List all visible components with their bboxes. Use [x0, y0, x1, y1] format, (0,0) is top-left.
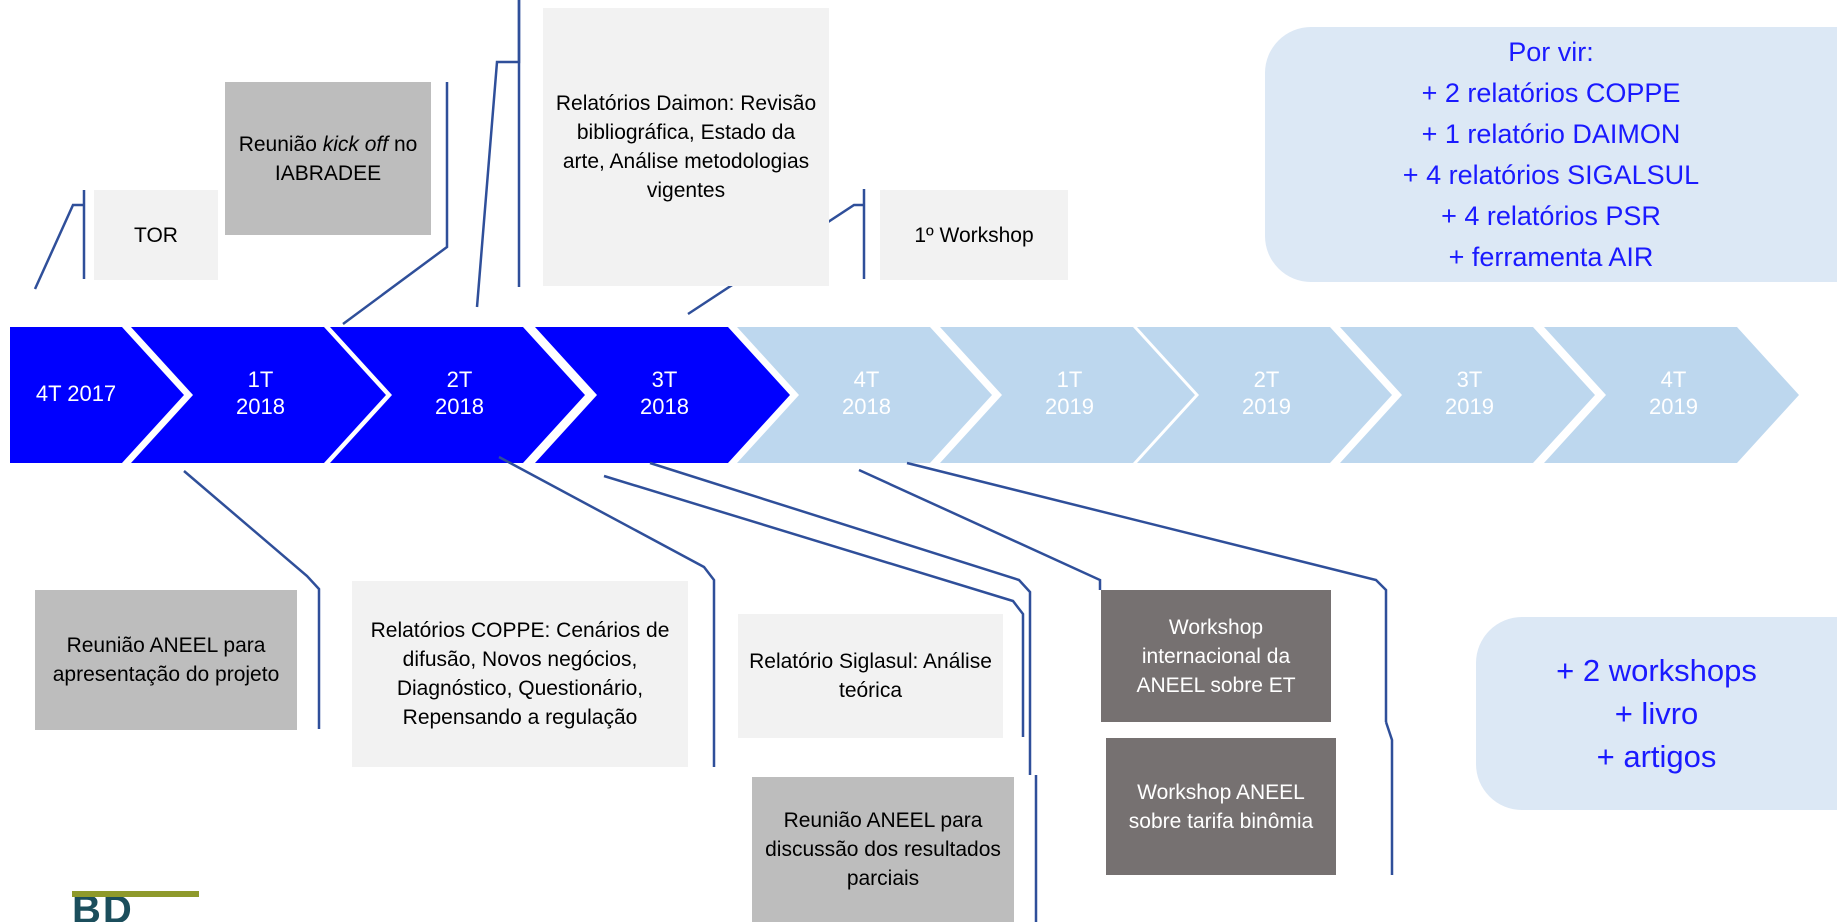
event-workshop1: 1º Workshop: [880, 190, 1068, 280]
extras-item: + artigos: [1596, 739, 1717, 774]
connector-tariff-workshop: [906, 461, 1388, 722]
extras-item: + 2 workshops: [1556, 653, 1757, 688]
event-tariff-workshop: Workshop ANEEL sobre tarifa binômia: [1106, 738, 1336, 875]
quarter-chevrons: [10, 327, 1799, 463]
quarter-label: 2T 2019: [1242, 367, 1291, 419]
upcoming-item: + ferramenta AIR: [1448, 241, 1654, 272]
connector-intl-workshop: [858, 468, 1102, 590]
event-intl-workshop: Workshop internacional da ANEEL sobre ET: [1101, 590, 1331, 722]
connector-tor: [33, 203, 84, 290]
event-kickoff-suffix: no IABRADEE: [274, 132, 418, 185]
connector-coppe: [498, 455, 716, 767]
quarter-chevron: [330, 327, 585, 463]
event-kickoff-italic: kick off: [322, 132, 389, 156]
quarter-label: 4T 2019: [1649, 367, 1698, 419]
upcoming-item: + 4 relatórios PSR: [1441, 200, 1661, 231]
event-daimon: Relatórios Daimon: Revisão bibliográfica…: [543, 8, 829, 286]
connector-group: [33, 0, 1394, 922]
quarter-label: 1T 2018: [236, 367, 285, 419]
event-intl-workshop-label: Workshop internacional da ANEEL sobre ET: [1136, 615, 1296, 697]
quarter-label: 4T 2018: [842, 367, 891, 419]
connector-kickoff: [342, 82, 449, 326]
connector-tariff-workshop-bracket: [1384, 721, 1394, 875]
event-tariff-workshop-label: Workshop ANEEL sobre tarifa binômia: [1128, 780, 1314, 833]
quarter-chevron: [1340, 327, 1595, 463]
quarter-label: 1T 2019: [1045, 367, 1094, 419]
connector-aneel-discussion: [649, 461, 1032, 775]
extras-item: + livro: [1614, 696, 1699, 731]
event-aneel-discussion: Reunião ANEEL para discussão dos resulta…: [752, 777, 1014, 922]
logo: BD: [72, 897, 134, 922]
event-siglasul-label: Relatório Siglasul: Análise teórica: [749, 650, 992, 702]
upcoming-item: + 2 relatórios COPPE: [1421, 77, 1681, 108]
quarter-label: 3T 2018: [640, 367, 689, 419]
event-coppe-label: Relatórios COPPE: Cenários de difusão, N…: [370, 619, 670, 729]
quarter-chevron: [737, 327, 992, 463]
event-kickoff: Reunião kick off no IABRADEE: [225, 82, 431, 235]
event-siglasul: Relatório Siglasul: Análise teórica: [738, 614, 1003, 738]
quarter-label: 3T 2019: [1445, 367, 1494, 419]
connector-aneel-presentation: [183, 470, 321, 729]
upcoming-title: Por vir:: [1508, 36, 1594, 67]
quarter-chevron: [131, 327, 386, 463]
upcoming-bubble: Por vir: + 2 relatórios COPPE + 1 relató…: [1265, 27, 1837, 282]
quarter-chevron: [535, 327, 790, 463]
event-tor: TOR: [94, 190, 218, 280]
quarter-label: 2T 2018: [435, 367, 484, 419]
quarter-chevron: [10, 327, 184, 463]
logo-bar: [72, 891, 199, 897]
connector-siglasul: [603, 474, 1025, 737]
quarter-label: 4T 2017: [35, 381, 117, 406]
event-aneel-discussion-label: Reunião ANEEL para discussão dos resulta…: [765, 809, 1001, 890]
upcoming-item: + 1 relatório DAIMON: [1421, 118, 1681, 149]
event-tor-label: TOR: [134, 223, 178, 247]
event-workshop1-label: 1º Workshop: [914, 223, 1034, 247]
connector-daimon: [475, 0, 521, 308]
upcoming-item: + 4 relatórios SIGALSUL: [1402, 159, 1700, 190]
event-coppe: Relatórios COPPE: Cenários de difusão, N…: [352, 581, 688, 767]
event-aneel-presentation: Reunião ANEEL para apresentação do proje…: [35, 590, 297, 730]
event-kickoff-label: Reunião kick off no IABRADEE: [235, 130, 421, 188]
quarter-chevron: [1544, 327, 1799, 463]
extras-bubble: + 2 workshops + livro + artigos: [1476, 617, 1837, 810]
event-aneel-presentation-label: Reunião ANEEL para apresentação do proje…: [52, 634, 280, 686]
quarter-chevron: [940, 327, 1195, 463]
event-kickoff-prefix: Reunião: [238, 132, 323, 156]
quarter-chevron: [1137, 327, 1392, 463]
event-daimon-label: Relatórios Daimon: Revisão bibliográfica…: [555, 92, 817, 202]
